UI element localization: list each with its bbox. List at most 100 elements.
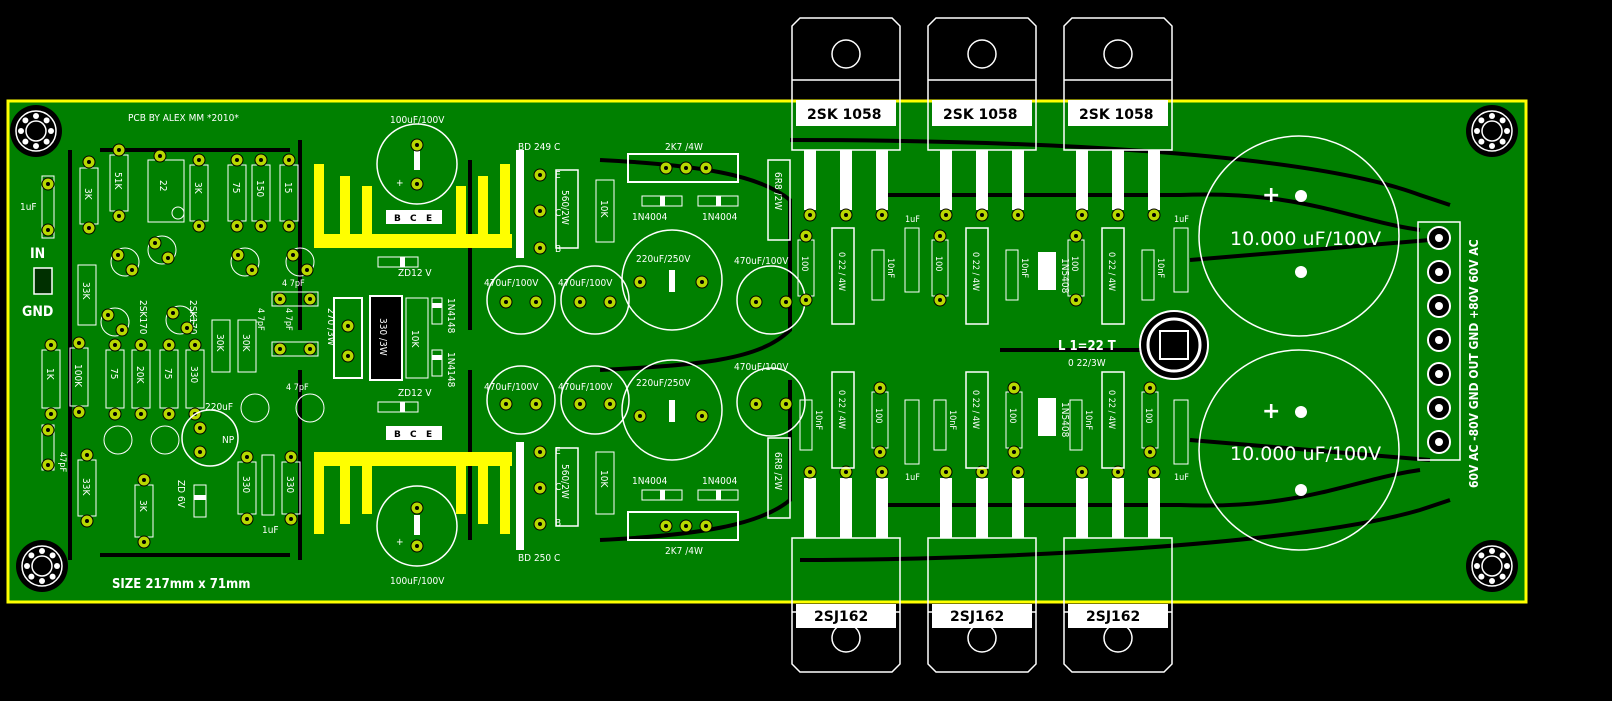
input-cap-47pf: 47pF (41, 423, 67, 472)
svg-text:2K7 /4W: 2K7 /4W (665, 546, 703, 557)
bd249c: BD 249 C E C B (516, 142, 561, 258)
svg-text:3K: 3K (82, 188, 93, 201)
svg-text:470uF/100V: 470uF/100V (734, 256, 789, 267)
svg-text:0 22/3W: 0 22/3W (1068, 358, 1106, 369)
snubber-cap-label: 10nF (885, 258, 895, 278)
svg-text:3K: 3K (137, 500, 148, 513)
small-resistors-low: 1K 100K 75 20K 75 330 (41, 336, 205, 421)
svg-text:E: E (555, 446, 561, 457)
svg-text:10K: 10K (409, 330, 420, 348)
gate-resistor-label: 100 (1007, 408, 1017, 423)
snubber-cap-label: 10nF (1019, 258, 1029, 278)
svg-text:1N4148: 1N4148 (445, 298, 456, 334)
svg-text:3K: 3K (192, 182, 203, 195)
svg-text:1N5408: 1N5408 (1059, 402, 1070, 438)
snubber-cap-label: 10nF (947, 410, 957, 430)
svg-text:ZD12 V: ZD12 V (398, 268, 432, 279)
svg-text:33K: 33K (80, 282, 91, 300)
svg-text:+: + (396, 537, 404, 548)
svg-text:BD 249 C: BD 249 C (518, 142, 560, 153)
svg-text:6R8 /2W: 6R8 /2W (772, 452, 783, 490)
power-output-connector: 60V AC -80V GND OUT GND +80V 60V AC (1417, 221, 1481, 488)
resistor-2k7-bottom: 2K7 /4W 1N4004 1N4004 (627, 476, 739, 557)
svg-text:10.000 uF/100V: 10.000 uF/100V (1230, 228, 1381, 250)
snubber-cap-label: 10nF (1083, 410, 1093, 430)
source-resistor-label: 0 22 / 4W (970, 390, 980, 429)
cap-220uf-np: 220uF NP (181, 402, 239, 467)
svg-text:E: E (555, 170, 561, 181)
svg-text:1N4004: 1N4004 (702, 476, 738, 487)
gate-resistor-label: 100 (799, 256, 809, 271)
svg-text:1uF: 1uF (20, 202, 37, 213)
svg-text:75: 75 (162, 368, 173, 379)
mosfet-label: 2SJ162 (950, 609, 1004, 625)
output-cap-label: 1uF (1174, 215, 1189, 225)
svg-text:220uF/250V: 220uF/250V (636, 254, 691, 265)
svg-text:B: B (394, 214, 401, 224)
mosfet-label: 2SJ162 (1086, 609, 1140, 625)
mosfet-2sj162: 2SJ162 (927, 465, 1037, 673)
svg-text:E: E (426, 214, 432, 224)
svg-text:B: B (555, 518, 561, 529)
svg-text:C: C (410, 430, 417, 440)
svg-text:330: 330 (284, 476, 295, 493)
svg-text:75: 75 (108, 368, 119, 379)
mosfet-label: 2SK 1058 (943, 107, 1018, 123)
size-text: SIZE 217mm x 71mm (112, 577, 250, 592)
resistor-2k7-top: 2K7 /4W 1N4004 1N4004 (627, 142, 739, 223)
mosfet-2sk1058: 2SK 1058 (927, 17, 1037, 222)
filter-cap-bottom: + 10.000 uF/100V (1198, 349, 1400, 551)
mounting-hole-top-left (9, 104, 63, 158)
svg-text:150: 150 (254, 180, 265, 197)
svg-text:220uF/250V: 220uF/250V (636, 378, 691, 389)
svg-text:470uF/100V: 470uF/100V (558, 278, 613, 289)
svg-text:4 7pF: 4 7pF (283, 308, 293, 331)
mosfet-2sj162: 2SJ162 (1063, 465, 1173, 673)
svg-text:470uF/100V: 470uF/100V (558, 382, 613, 393)
svg-text:1N4148: 1N4148 (445, 352, 456, 388)
caps-220uf-250v: 220uF/250V 220uF/250V (621, 229, 723, 461)
filter-cap-top: + 10.000 uF/100V (1198, 135, 1400, 337)
output-cap-label: 1uF (905, 215, 920, 225)
caps-47pf: 4 7pF 4 7pF 4 7pF 4 7pF (255, 279, 319, 393)
svg-text:NP: NP (222, 435, 235, 446)
snubber-cap-label: 10nF (1155, 258, 1165, 278)
svg-text:+: + (1262, 399, 1280, 424)
output-cap-label: 1uF (905, 473, 920, 483)
svg-text:470uF/100V: 470uF/100V (734, 362, 789, 373)
snubber-cap-label: 10nF (813, 410, 823, 430)
svg-text:4 7pF: 4 7pF (286, 383, 309, 393)
source-resistor-label: 0 22 / 4W (1106, 252, 1116, 291)
gate-resistor-label: 100 (1069, 256, 1079, 271)
mosfet-2sj162: 2SJ162 (791, 465, 901, 673)
svg-text:1N4004: 1N4004 (632, 476, 668, 487)
svg-text:22: 22 (157, 180, 168, 191)
svg-text:C: C (555, 482, 561, 493)
gate-resistor-label: 100 (873, 408, 883, 423)
driver-heatsink-bottom (314, 452, 512, 534)
svg-text:220uF: 220uF (205, 402, 233, 413)
mounting-hole-bottom-left (15, 539, 69, 593)
output-stage: 100 0 22 / 4W 100 0 22 / 4W 10nF 10nF 100 0 22 … (797, 215, 1189, 483)
mosfet-label: 2SJ162 (814, 609, 868, 625)
bd250c: BD 250 C E C B (516, 442, 561, 564)
svg-text:100uF/100V: 100uF/100V (390, 115, 445, 126)
svg-text:470uF/100V: 470uF/100V (484, 278, 539, 289)
svg-text:4 7pF: 4 7pF (255, 308, 265, 331)
svg-text:100K: 100K (72, 364, 83, 388)
svg-text:10K: 10K (598, 200, 609, 218)
cap-100uf-bottom: 100uF/100V + B C E (376, 426, 458, 587)
small-resistors-bottom: 33K 3K 330 330 1uF (77, 393, 325, 549)
svg-text:B: B (394, 430, 401, 440)
svg-text:2SK170: 2SK170 (137, 300, 148, 335)
svg-text:33K: 33K (80, 478, 91, 496)
mounting-hole-bottom-right (1465, 539, 1519, 593)
svg-text:60V AC -80V GND OUT GND +: 60V AC -80V GND OUT GND +80V 60V AC (1467, 239, 1481, 488)
svg-text:ZD12 V: ZD12 V (398, 388, 432, 399)
mosfets-bottom: 2SJ162 2SJ162 2SJ162 (791, 465, 1173, 673)
svg-text:30K: 30K (240, 334, 251, 352)
source-resistor-label: 0 22 / 4W (836, 390, 846, 429)
svg-text:75: 75 (230, 182, 241, 193)
